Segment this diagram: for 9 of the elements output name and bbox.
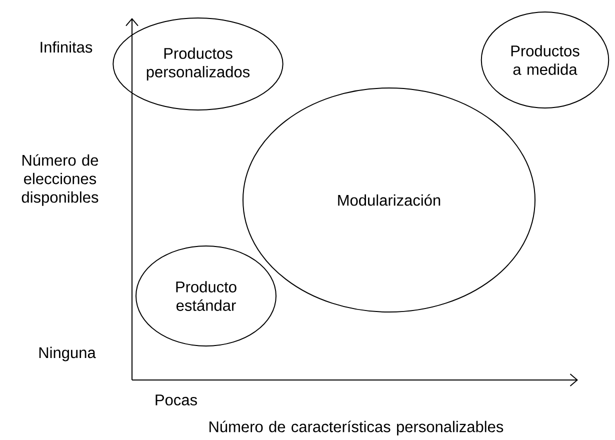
ellipse-node: Productos a medida [480, 12, 610, 108]
axis-label: Pocas [156, 394, 197, 406]
axis-label: Infinitas [40, 41, 92, 53]
ellipse-node: Producto estándar [136, 246, 276, 346]
axis-label: Número de elecciones disponibles [22, 154, 98, 206]
axis-label: Ninguna [39, 346, 96, 362]
ellipse-node: Modularización [242, 88, 536, 312]
ellipse-node: Productos personalizados [112, 18, 284, 110]
axis-label: Número de características personalizables [210, 420, 504, 436]
